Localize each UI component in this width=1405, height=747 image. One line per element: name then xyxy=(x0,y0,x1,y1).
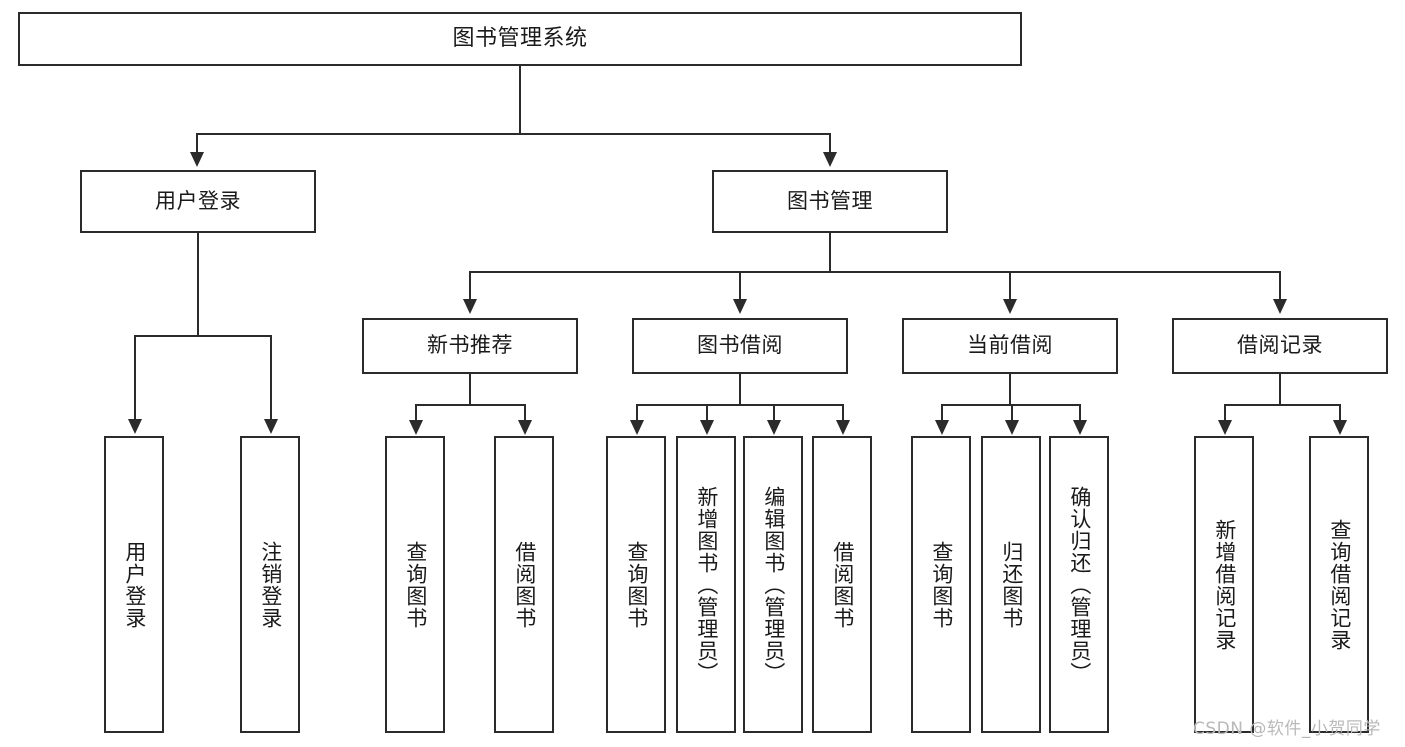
node-leaf-borrow-book-2[interactable]: 借阅图书 xyxy=(812,436,872,733)
node-book-management[interactable]: 图书管理 xyxy=(712,170,948,233)
connector-user-login-bus xyxy=(134,335,270,337)
node-root-book-management-system[interactable]: 图书管理系统 xyxy=(18,12,1022,66)
node-label: 查询图书 xyxy=(403,540,428,629)
connector-book-borrow-stem xyxy=(739,374,741,404)
connector-drop-user-login xyxy=(196,133,198,154)
node-leaf-confirm-return[interactable]: 确认归还（管理员） xyxy=(1049,436,1109,733)
connector-drop-edit-book xyxy=(773,404,775,420)
node-leaf-add-book[interactable]: 新增图书（管理员） xyxy=(676,436,736,733)
node-current-borrow[interactable]: 当前借阅 xyxy=(902,318,1118,374)
node-label: 注销登录 xyxy=(258,540,283,629)
connector-drop-query-book-2 xyxy=(636,404,638,420)
connector-drop-borrow-record xyxy=(1279,271,1281,299)
arrow-book-borrow xyxy=(733,299,747,314)
arrow-current-borrow xyxy=(1003,299,1017,314)
connector-root-stem xyxy=(519,66,521,133)
node-label: 当前借阅 xyxy=(967,333,1053,358)
arrow-query-record xyxy=(1333,420,1347,435)
connector-borrow-record-bus xyxy=(1224,404,1341,406)
node-label: 新增借阅记录 xyxy=(1212,518,1237,651)
arrow-edit-book xyxy=(767,420,781,435)
node-leaf-add-record[interactable]: 新增借阅记录 xyxy=(1194,436,1254,733)
connector-drop-query-book-1 xyxy=(415,404,417,420)
connector-drop-add-book xyxy=(706,404,708,420)
node-leaf-query-book-3[interactable]: 查询图书 xyxy=(911,436,971,733)
node-label: 借阅图书 xyxy=(512,540,537,629)
node-leaf-edit-book[interactable]: 编辑图书（管理员） xyxy=(743,436,803,733)
node-label: 图书管理 xyxy=(787,188,873,213)
node-label: 查询图书 xyxy=(929,540,954,629)
node-label: 借阅图书 xyxy=(830,540,855,629)
connector-drop-query-record xyxy=(1339,404,1341,420)
node-label: 图书管理系统 xyxy=(452,25,588,51)
arrow-query-book-2 xyxy=(630,420,644,435)
node-label: 借阅记录 xyxy=(1237,333,1323,358)
arrow-query-book-3 xyxy=(935,420,949,435)
node-label: 用户登录 xyxy=(155,188,241,213)
node-label: 新增图书（管理员） xyxy=(694,485,719,684)
arrow-leaf-user-login xyxy=(128,419,142,434)
connector-drop-new-book-recommend xyxy=(469,271,471,299)
connector-drop-book-borrow xyxy=(739,271,741,299)
connector-drop-borrow-book-2 xyxy=(842,404,844,420)
node-label: 用户登录 xyxy=(122,540,147,629)
arrow-query-book-1 xyxy=(409,420,423,435)
arrow-return-book xyxy=(1005,420,1019,435)
node-label: 查询图书 xyxy=(624,540,649,629)
node-leaf-return-book[interactable]: 归还图书 xyxy=(981,436,1041,733)
connector-drop-current-borrow xyxy=(1009,271,1011,299)
node-leaf-query-record[interactable]: 查询借阅记录 xyxy=(1309,436,1369,733)
node-leaf-query-book-2[interactable]: 查询图书 xyxy=(606,436,666,733)
node-user-login[interactable]: 用户登录 xyxy=(80,170,316,233)
connector-user-login-stem xyxy=(197,233,199,335)
arrow-add-record xyxy=(1218,420,1232,435)
node-leaf-logout-login[interactable]: 注销登录 xyxy=(240,436,300,733)
arrow-confirm-return xyxy=(1073,420,1087,435)
csdn-watermark: CSDN @软件_小贺同学 xyxy=(1193,719,1381,739)
connector-new-book-recommend-stem xyxy=(469,374,471,404)
node-label: 确认归还（管理员） xyxy=(1067,485,1092,684)
connector-book-borrow-bus xyxy=(636,404,844,406)
arrow-borrow-book-1 xyxy=(518,420,532,435)
connector-drop-leaf-user-login xyxy=(134,335,136,419)
node-label: 图书借阅 xyxy=(697,333,783,358)
connector-drop-query-book-3 xyxy=(941,404,943,420)
node-borrow-record[interactable]: 借阅记录 xyxy=(1172,318,1388,374)
arrow-add-book xyxy=(700,420,714,435)
connector-new-book-recommend-bus xyxy=(415,404,526,406)
node-label: 编辑图书（管理员） xyxy=(761,485,786,684)
arrow-book-management xyxy=(823,152,837,167)
arrow-user-login xyxy=(190,152,204,167)
node-book-borrow[interactable]: 图书借阅 xyxy=(632,318,848,374)
connector-drop-leaf-logout-login xyxy=(270,335,272,419)
node-label: 归还图书 xyxy=(999,540,1024,629)
connector-borrow-record-stem xyxy=(1279,374,1281,404)
connector-drop-confirm-return xyxy=(1079,404,1081,420)
node-leaf-query-book-1[interactable]: 查询图书 xyxy=(385,436,445,733)
node-label: 新书推荐 xyxy=(427,333,513,358)
connector-book-management-stem xyxy=(829,233,831,271)
arrow-borrow-record xyxy=(1273,299,1287,314)
node-label: 查询借阅记录 xyxy=(1327,518,1352,651)
connector-drop-borrow-book-1 xyxy=(524,404,526,420)
connector-level3-bus xyxy=(469,271,1281,273)
connector-root-bus xyxy=(196,133,830,135)
node-leaf-user-login[interactable]: 用户登录 xyxy=(104,436,164,733)
connector-drop-return-book xyxy=(1011,404,1013,420)
node-leaf-borrow-book-1[interactable]: 借阅图书 xyxy=(494,436,554,733)
arrow-new-book-recommend xyxy=(463,299,477,314)
arrow-borrow-book-2 xyxy=(836,420,850,435)
connector-current-borrow-stem xyxy=(1009,374,1011,404)
node-new-book-recommend[interactable]: 新书推荐 xyxy=(362,318,578,374)
connector-drop-book-management xyxy=(829,133,831,154)
connector-drop-add-record xyxy=(1224,404,1226,420)
arrow-leaf-logout-login xyxy=(264,419,278,434)
